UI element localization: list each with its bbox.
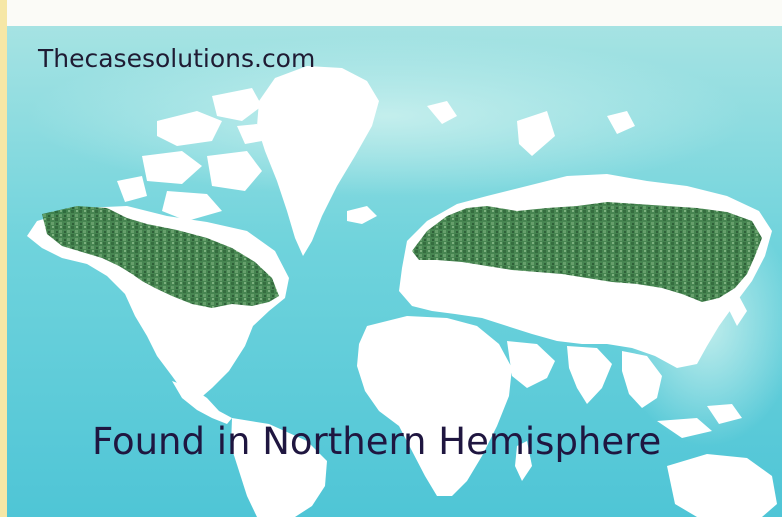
- map-caption: Found in Northern Hemisphere: [92, 420, 662, 463]
- watermark-text: Thecasesolutions.com: [38, 44, 316, 73]
- boreal-forest-north-america: [42, 206, 279, 308]
- greenland: [257, 66, 379, 256]
- australia: [667, 454, 777, 517]
- top-strip: [0, 0, 782, 26]
- southeast-asia: [622, 351, 662, 408]
- arabia: [507, 341, 555, 388]
- boreal-forest-eurasia: [412, 202, 762, 302]
- madagascar: [515, 441, 532, 481]
- arctic-islands: [117, 88, 262, 221]
- left-accent-strip: [0, 0, 7, 517]
- africa: [357, 316, 512, 496]
- north-atlantic-islands: [347, 101, 635, 224]
- world-map-svg: [7, 26, 782, 517]
- south-america: [231, 418, 327, 517]
- central-america: [172, 381, 232, 424]
- asian-islands: [657, 296, 747, 438]
- world-map: [7, 26, 782, 517]
- south-asia: [567, 346, 612, 404]
